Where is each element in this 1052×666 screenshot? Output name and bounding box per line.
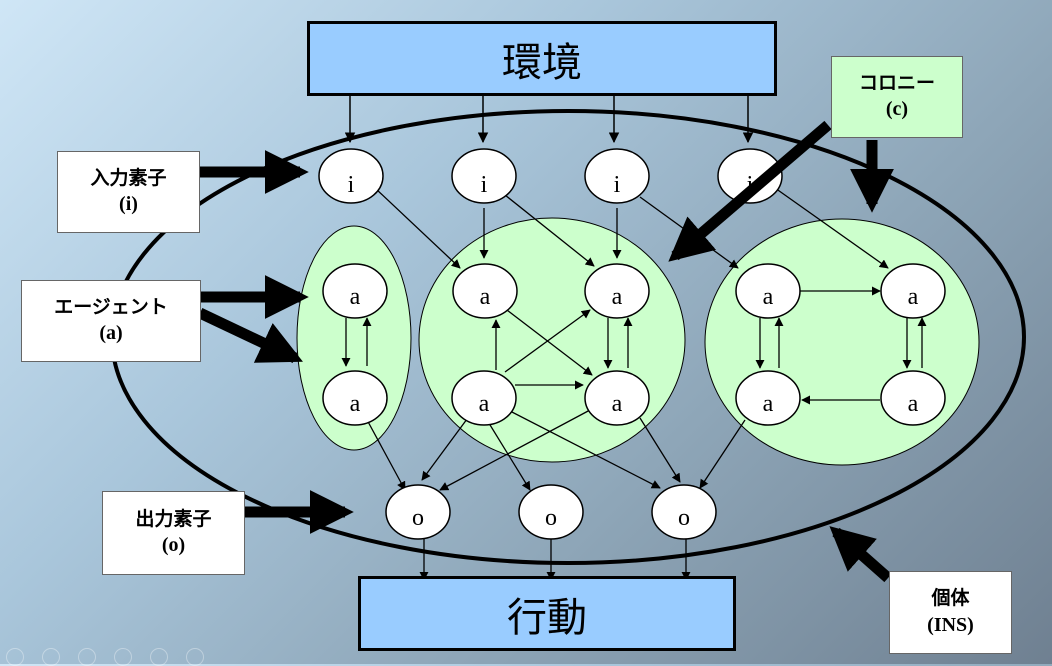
- pointer-arrows: [197, 120, 894, 583]
- input-node-label: i: [614, 172, 621, 198]
- agent-node-label: a: [612, 284, 623, 310]
- agent-node: [452, 263, 518, 319]
- agent-node: [735, 263, 801, 319]
- input-node: [451, 148, 517, 204]
- agent-nodes: [322, 263, 946, 426]
- output-element-label: 出力素子 (o): [102, 491, 245, 575]
- colony-label: コロニー (c): [831, 56, 963, 138]
- action-box: 行動: [358, 576, 736, 651]
- agent-node-label: a: [480, 284, 491, 310]
- input-node: [584, 148, 650, 204]
- agent-node-label: a: [350, 391, 361, 417]
- slides-icon[interactable]: [114, 648, 132, 666]
- agent-node-label: a: [763, 391, 774, 417]
- input-nodes: [318, 148, 783, 204]
- agent-node: [584, 263, 650, 319]
- agent-node-label: a: [908, 284, 919, 310]
- more-icon[interactable]: [186, 648, 204, 666]
- colony-right: [704, 218, 980, 466]
- individual-label-sub: (INS): [927, 613, 974, 636]
- output-label-sub: (o): [161, 534, 186, 557]
- output-node: [385, 484, 451, 540]
- output-node: [651, 484, 717, 540]
- agent-node-label: a: [908, 391, 919, 417]
- agent-node-label: a: [479, 391, 490, 417]
- agent-node: [880, 263, 946, 319]
- agent-node: [451, 370, 517, 426]
- input-node-label: i: [348, 172, 355, 198]
- environment-box: 環境: [307, 21, 777, 96]
- agent-node: [880, 370, 946, 426]
- input-node-label: i: [481, 172, 488, 198]
- output-node-label: o: [678, 505, 690, 531]
- colony-label-sub: (c): [885, 98, 909, 121]
- zoom-icon[interactable]: [150, 648, 168, 666]
- agent-label-sub: (a): [99, 322, 123, 345]
- input-label-main: 入力素子: [90, 166, 167, 189]
- pen-icon[interactable]: [78, 648, 96, 666]
- agent-node-label: a: [612, 391, 623, 417]
- connection-arrows: [341, 187, 927, 581]
- agent-node: [735, 370, 801, 426]
- output-nodes: [385, 484, 717, 540]
- prev-slide-icon[interactable]: [6, 648, 24, 666]
- agent-node-label: a: [350, 284, 361, 310]
- agent-label: エージェント (a): [21, 280, 201, 362]
- environment-title: 環境: [502, 39, 582, 86]
- input-node: [318, 148, 384, 204]
- individual-label: 個体 (INS): [889, 571, 1012, 654]
- output-node-label: o: [412, 505, 424, 531]
- action-title: 行動: [507, 594, 587, 641]
- agent-node: [584, 370, 650, 426]
- input-element-label: 入力素子 (i): [57, 151, 200, 233]
- input-label-sub: (i): [119, 193, 138, 216]
- env-to-input-arrows: [344, 95, 754, 144]
- colony-label-main: コロニー: [858, 71, 935, 94]
- next-slide-icon[interactable]: [42, 648, 60, 666]
- individual-label-main: 個体: [931, 587, 970, 610]
- agent-node: [322, 263, 388, 319]
- agent-node: [322, 370, 388, 426]
- output-label-main: 出力素子: [135, 507, 212, 530]
- output-node-label: o: [545, 505, 557, 531]
- agent-label-main: エージェント: [54, 295, 168, 318]
- output-node: [518, 484, 584, 540]
- agent-node-label: a: [763, 284, 774, 310]
- input-node: [717, 148, 783, 204]
